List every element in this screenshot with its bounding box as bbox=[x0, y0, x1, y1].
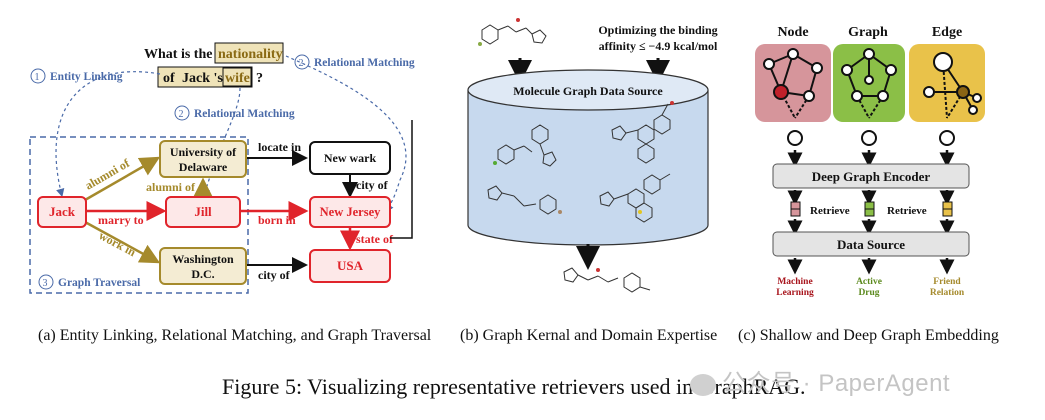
node-usa-box bbox=[309, 249, 391, 283]
output-drug-line2: Drug bbox=[858, 288, 879, 298]
label-born-in: born in bbox=[258, 213, 296, 227]
node-jill: Jill bbox=[194, 204, 212, 219]
node-heading: Node bbox=[777, 25, 808, 40]
datasource-box bbox=[772, 231, 970, 257]
graph-graph bbox=[841, 48, 897, 119]
encoder-box bbox=[772, 163, 970, 189]
question-mark: ? bbox=[256, 71, 263, 86]
panel-a-diagram: What is the nationality of Jack 's wife … bbox=[29, 42, 415, 294]
question-jack: Jack 's bbox=[182, 71, 223, 86]
node-wash-line2: D.C. bbox=[191, 267, 214, 281]
graph-embedding bbox=[864, 201, 875, 217]
step1-label: Entity Linking bbox=[50, 71, 123, 83]
step3-label: Graph Traversal bbox=[58, 277, 140, 289]
step2b-badge bbox=[174, 105, 190, 121]
edge-state-return bbox=[390, 120, 413, 239]
step3-num: 3 bbox=[43, 278, 48, 289]
traversal-boundary bbox=[29, 136, 249, 294]
edge-graph bbox=[923, 52, 982, 119]
edge-heading: Edge bbox=[932, 25, 962, 40]
label-state-of: state of bbox=[356, 232, 394, 246]
label-city-of-1: city of bbox=[356, 178, 389, 192]
step2b-num: 2 bbox=[179, 109, 184, 120]
label-marry-to: marry to bbox=[98, 213, 144, 227]
label-locate-in: locate in bbox=[258, 140, 301, 154]
node-uni-box bbox=[159, 140, 247, 178]
step2-badge bbox=[294, 54, 310, 70]
caption-a: (a) Entity Linking, Relational Matching,… bbox=[38, 327, 432, 344]
node-wash-line1: Washington bbox=[172, 252, 234, 266]
relation-match-curve-1 bbox=[285, 55, 407, 213]
db-label: Molecule Graph Data Source bbox=[513, 84, 663, 98]
node-jack-box bbox=[37, 196, 87, 228]
edge-jack-uni bbox=[84, 156, 161, 202]
output-drug-line1: Active bbox=[856, 277, 882, 287]
node-uni-line2: Delaware bbox=[179, 160, 228, 174]
db-cylinder-top bbox=[467, 69, 709, 111]
node-graph bbox=[763, 48, 823, 119]
question-nationality: nationality bbox=[218, 47, 283, 62]
node-newwark-box bbox=[309, 141, 391, 175]
db-molecule-1 bbox=[493, 124, 557, 167]
caption-c: (c) Shallow and Deep Graph Embedding bbox=[738, 327, 999, 344]
caption-b: (b) Graph Kernal and Domain Expertise bbox=[460, 327, 718, 344]
db-molecule-4 bbox=[599, 173, 671, 223]
db-molecule-3 bbox=[487, 185, 562, 215]
panel-c-diagram: Node Graph Edge Deep Graph Encode bbox=[755, 25, 985, 298]
step2-label: Relational Matching bbox=[314, 57, 415, 69]
node-nj-box bbox=[309, 196, 391, 228]
watermark: 公众号 · PaperAgent bbox=[690, 363, 950, 398]
question-of: of bbox=[163, 71, 175, 86]
step2b-label: Relational Matching bbox=[194, 108, 295, 120]
db-cylinder-body bbox=[467, 90, 709, 246]
optimize-line1: Optimizing the binding bbox=[598, 23, 717, 37]
step1-num: 1 bbox=[35, 72, 40, 83]
node-jill-box bbox=[165, 196, 241, 228]
edge-out-circle bbox=[939, 130, 955, 146]
highlight-nationality bbox=[214, 42, 284, 64]
node-embedding bbox=[790, 201, 801, 217]
graph-out-circle bbox=[861, 130, 877, 146]
edge-embedding bbox=[942, 201, 953, 217]
step1-badge bbox=[30, 68, 46, 84]
graph-heading: Graph bbox=[848, 25, 888, 40]
edge-jack-wash bbox=[84, 220, 161, 264]
optimize-line2: affinity ≤ −4.9 kcal/mol bbox=[599, 39, 718, 53]
result-molecule bbox=[563, 267, 651, 293]
query-molecule bbox=[478, 18, 547, 46]
question-wife: wife bbox=[225, 71, 250, 86]
edge-panel-bg bbox=[909, 44, 985, 122]
node-wash-box bbox=[159, 247, 247, 285]
watermark-text: 公众号 · PaperAgent bbox=[722, 370, 951, 397]
output-friend-line1: Friend bbox=[933, 277, 961, 287]
label-work-in: work in bbox=[97, 228, 139, 259]
step2-num: 2 bbox=[299, 58, 304, 69]
label-alumni-of-2: alumni of bbox=[146, 180, 196, 194]
datasource-label: Data Source bbox=[837, 237, 905, 252]
output-ml-line1: Machine bbox=[777, 277, 812, 287]
node-uni-line1: University of bbox=[170, 145, 237, 159]
wechat-icon bbox=[690, 373, 716, 396]
db-molecule-2 bbox=[611, 101, 674, 164]
node-jack: Jack bbox=[49, 204, 76, 219]
panel-b-diagram: Optimizing the binding affinity ≤ −4.9 k… bbox=[467, 18, 718, 293]
step3-badge bbox=[38, 274, 54, 290]
output-ml-line2: Learning bbox=[776, 288, 814, 298]
retrieve-label-1: Retrieve bbox=[810, 205, 850, 217]
node-newjersey: New Jersey bbox=[320, 205, 381, 219]
node-newwark: New wark bbox=[324, 151, 377, 165]
node-usa: USA bbox=[337, 258, 364, 273]
encoder-label: Deep Graph Encoder bbox=[812, 169, 931, 184]
output-friend-line2: Relation bbox=[930, 288, 965, 298]
highlight-wife bbox=[222, 67, 252, 87]
node-out-circle bbox=[787, 130, 803, 146]
label-city-of-2: city of bbox=[258, 268, 291, 282]
question-prefix: What is the bbox=[144, 47, 212, 62]
retrieve-label-2: Retrieve bbox=[887, 205, 927, 217]
highlight-jack-wife bbox=[157, 66, 253, 88]
